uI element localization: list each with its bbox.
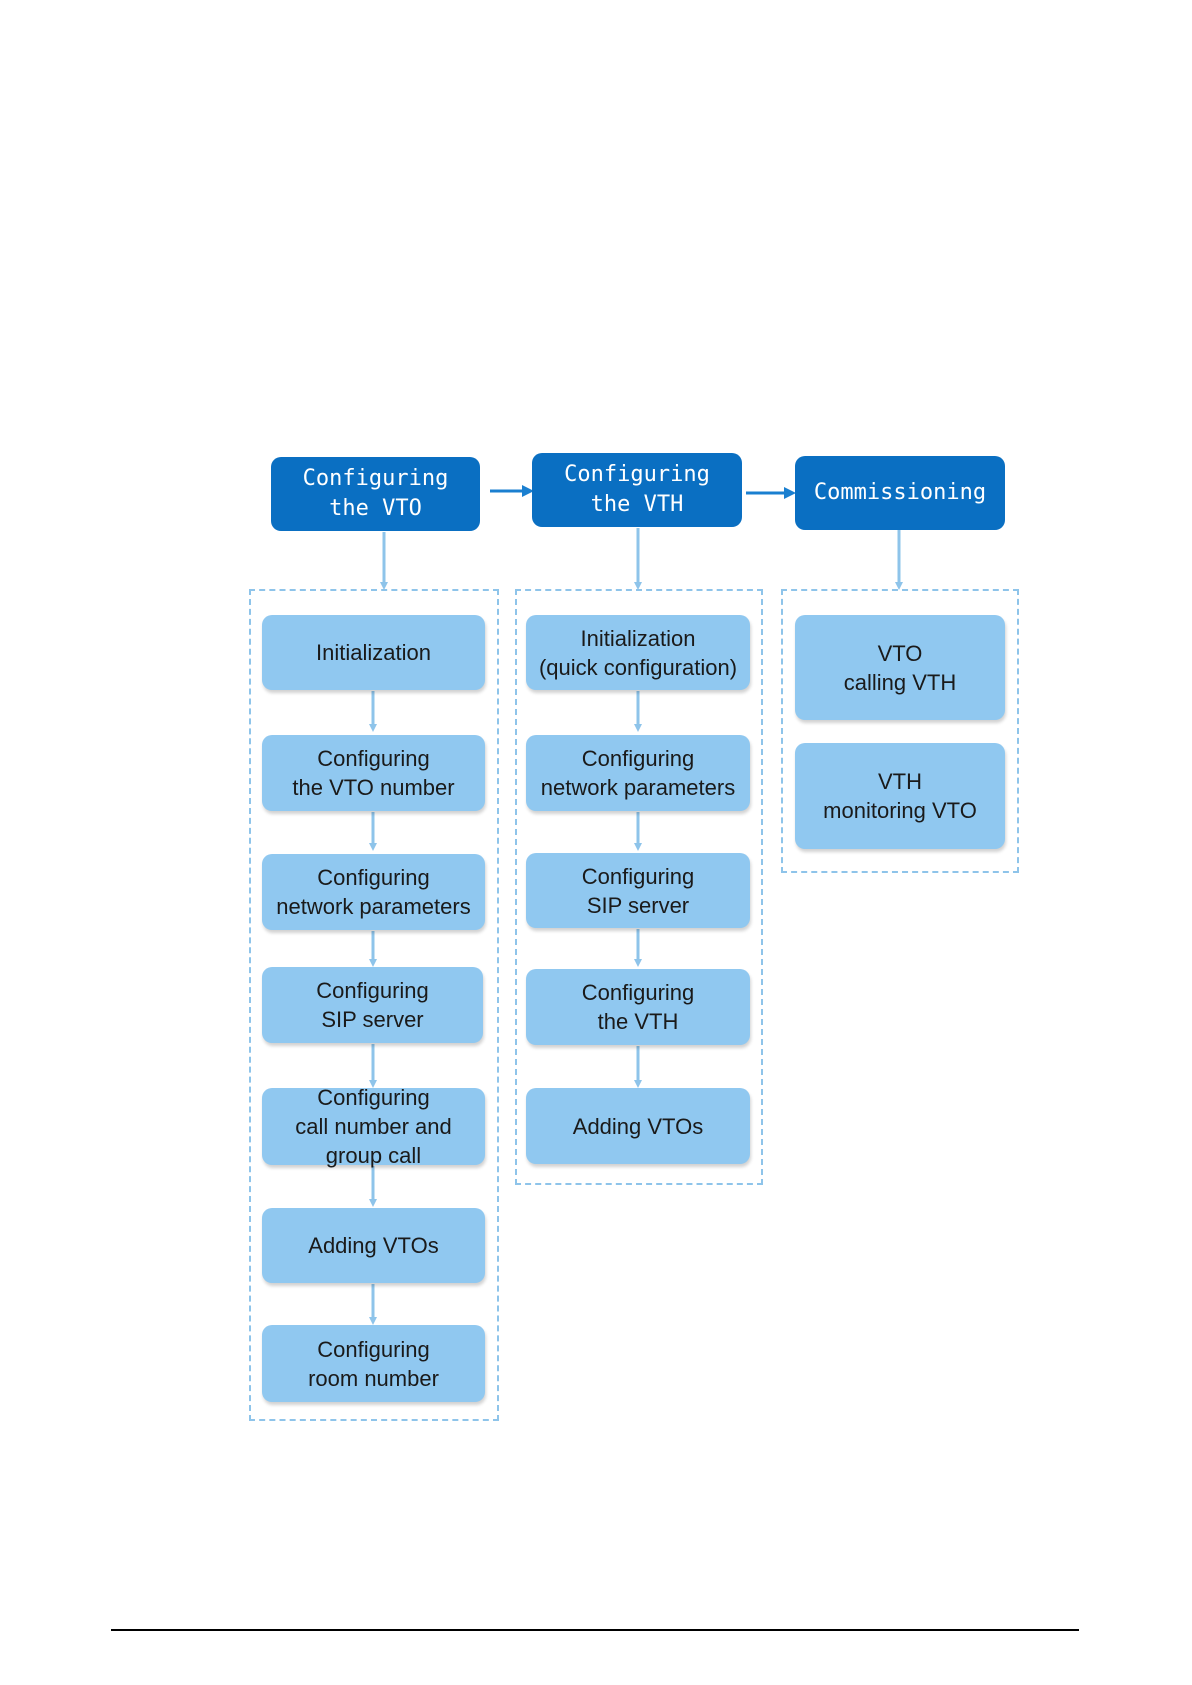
vth-step-initialization: Initialization (quick configuration): [526, 615, 750, 690]
commissioning-step-vth-monitoring-vto: VTH monitoring VTO: [795, 743, 1005, 849]
footer-rule: [111, 1629, 1079, 1631]
vth-step-network-parameters: Configuring network parameters: [526, 735, 750, 811]
vth-step-configuring-vth: Configuring the VTH: [526, 969, 750, 1045]
vth-step-sip-server: Configuring SIP server: [526, 853, 750, 928]
stage-configuring-vto: Configuring the VTO: [271, 457, 480, 531]
vto-step-room-number: Configuring room number: [262, 1325, 485, 1402]
vto-step-vto-number: Configuring the VTO number: [262, 735, 485, 811]
vto-step-adding-vtos: Adding VTOs: [262, 1208, 485, 1283]
stage-configuring-vth: Configuring the VTH: [532, 453, 742, 527]
commissioning-step-vto-calling-vth: VTO calling VTH: [795, 615, 1005, 720]
commissioning-steps-frame: [781, 589, 1019, 873]
vto-step-sip-server: Configuring SIP server: [262, 967, 483, 1043]
vto-step-initialization: Initialization: [262, 615, 485, 690]
stage-commissioning: Commissioning: [795, 456, 1005, 530]
vth-step-adding-vtos: Adding VTOs: [526, 1088, 750, 1164]
vto-step-network-parameters: Configuring network parameters: [262, 854, 485, 930]
vto-steps-frame: [249, 589, 499, 1421]
vth-steps-frame: [515, 589, 763, 1185]
vto-step-call-number-group-call: Configuring call number and group call: [262, 1085, 485, 1168]
